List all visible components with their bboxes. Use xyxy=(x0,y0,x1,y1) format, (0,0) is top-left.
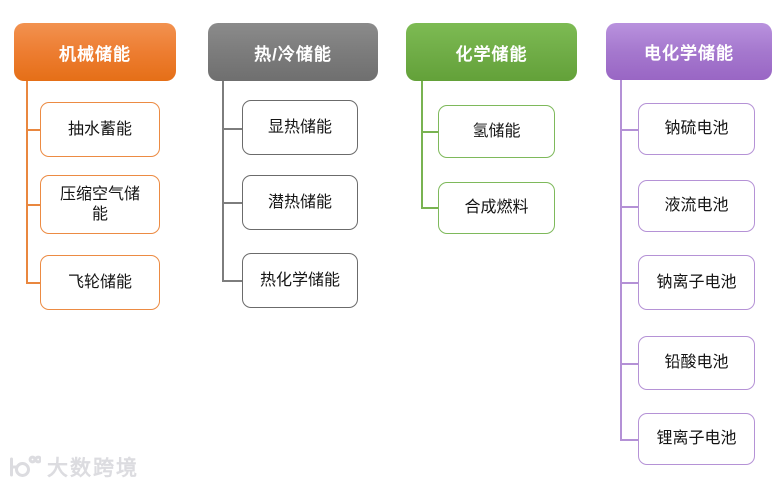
connector-stub xyxy=(620,439,638,441)
category-header-chemical: 化学储能 xyxy=(406,23,577,81)
connector-stub xyxy=(222,128,242,130)
node-lithium-ion-battery: 锂离子电池 xyxy=(638,413,755,465)
node-lead-acid-battery: 铅酸电池 xyxy=(638,336,755,390)
connector-vline-chemical xyxy=(421,81,423,208)
watermark: 大数跨境 xyxy=(8,452,139,482)
connector-stub xyxy=(421,207,438,209)
connector-stub xyxy=(222,202,242,204)
node-synthetic-fuel: 合成燃料 xyxy=(438,182,555,234)
connector-stub xyxy=(26,129,40,131)
category-header-electrochemical: 电化学储能 xyxy=(606,23,772,80)
connector-vline-thermal xyxy=(222,81,224,280)
node-sodium-sulfur-battery: 钠硫电池 xyxy=(638,103,755,155)
connector-stub xyxy=(620,282,638,284)
node-flywheel-storage: 飞轮储能 xyxy=(40,255,160,310)
connector-stub xyxy=(421,131,438,133)
node-pumped-hydro-storage: 抽水蓄能 xyxy=(40,102,160,157)
node-flow-battery: 液流电池 xyxy=(638,180,755,232)
connector-stub xyxy=(222,280,242,282)
node-compressed-air-storage: 压缩空气储能 xyxy=(40,175,160,234)
category-header-mechanical: 机械储能 xyxy=(14,23,176,81)
category-header-thermal: 热/冷储能 xyxy=(208,23,378,81)
connector-stub xyxy=(620,129,638,131)
connector-stub xyxy=(26,204,40,206)
connector-stub xyxy=(620,363,638,365)
node-thermochemical-storage: 热化学储能 xyxy=(242,253,358,308)
dashu-logo-icon xyxy=(8,454,41,480)
connector-vline-mechanical xyxy=(26,81,28,282)
connector-stub xyxy=(620,206,638,208)
node-latent-heat-storage: 潜热储能 xyxy=(242,175,358,230)
watermark-text: 大数跨境 xyxy=(47,457,139,480)
node-sensible-heat-storage: 显热储能 xyxy=(242,100,358,155)
connector-stub xyxy=(26,282,40,284)
node-hydrogen-storage: 氢储能 xyxy=(438,105,555,158)
connector-vline-electrochemical xyxy=(620,80,622,439)
node-sodium-ion-battery: 钠离子电池 xyxy=(638,255,755,310)
